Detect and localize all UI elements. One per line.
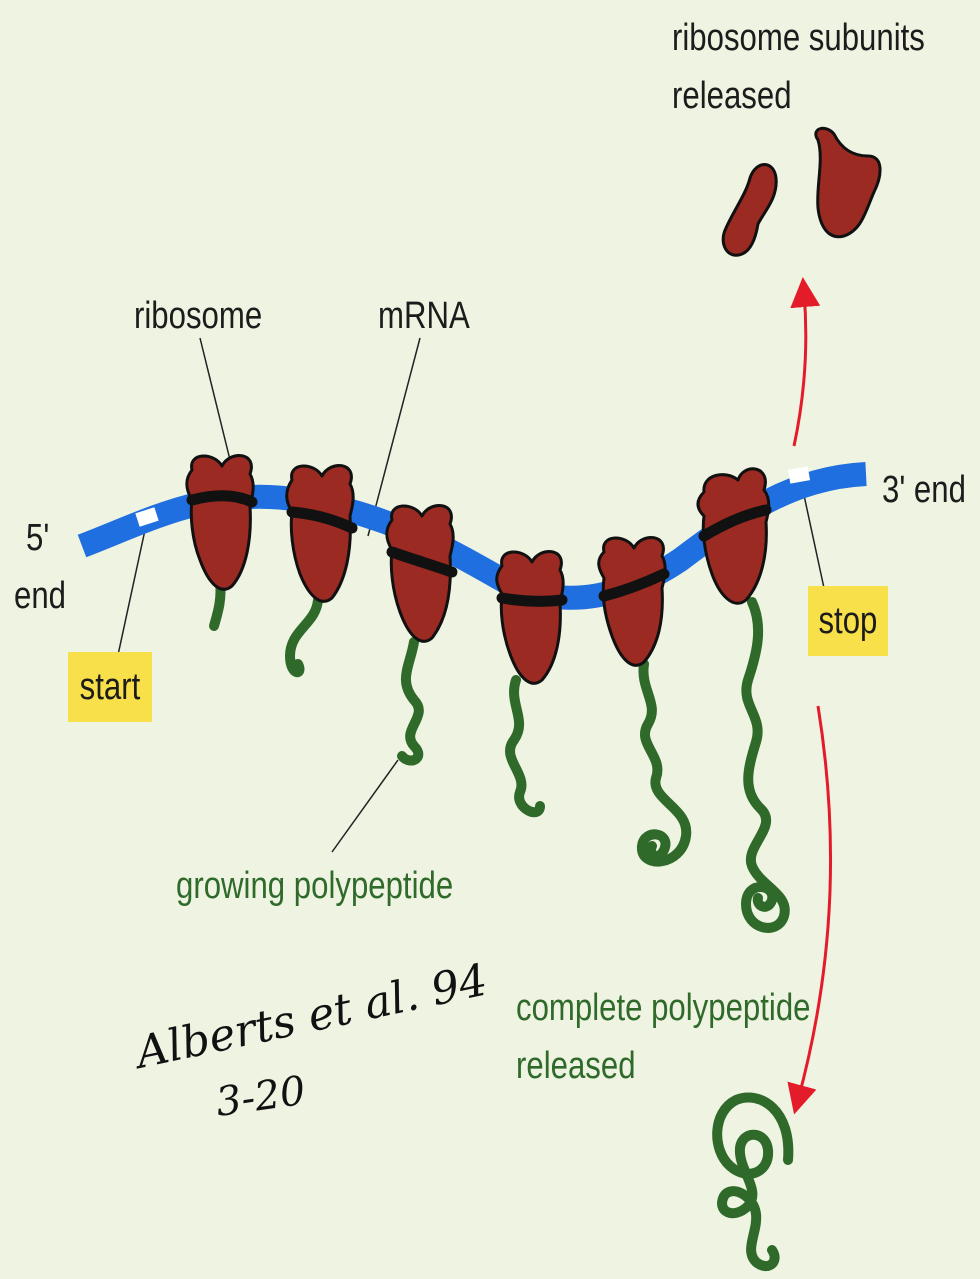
start-codon-tag: start <box>68 652 152 722</box>
stop-pointer-line <box>802 486 824 588</box>
ribosome-4-band <box>502 598 562 601</box>
complete-polypeptide-label: complete polypeptide <box>516 984 810 1032</box>
polypeptide-pointer-line <box>332 760 398 852</box>
polypeptide-chain-2 <box>290 600 318 672</box>
mrna-label: mRNA <box>378 292 470 340</box>
stop-codon-tag: stop <box>808 586 888 656</box>
ribosome-subunits-label: ribosome subunits <box>672 14 925 62</box>
ribosome-4 <box>497 552 563 684</box>
small-subunit <box>723 165 776 256</box>
ribosome-5 <box>599 538 665 666</box>
complete-polypeptide <box>717 1098 788 1267</box>
polypeptide-release-arrow <box>798 706 831 1100</box>
large-subunit <box>816 128 880 236</box>
ribosome-label: ribosome <box>134 292 262 340</box>
ribosome-1-band <box>192 496 252 502</box>
released-top-label: released <box>672 72 792 120</box>
stop-label: stop <box>819 600 878 643</box>
growing-polypeptide-label: growing polypeptide <box>176 862 453 910</box>
polypeptide-chain-4 <box>510 680 540 812</box>
polypeptide-chain-3 <box>402 642 419 761</box>
released-bottom-label: released <box>516 1042 636 1090</box>
handwritten-figure-number: 3-20 <box>213 1068 308 1126</box>
start-label: start <box>80 666 141 709</box>
polypeptide-chain-5 <box>642 664 686 862</box>
start-pointer-line <box>118 530 145 655</box>
three-prime-end-label: 3' end <box>882 466 966 514</box>
ribosome-2 <box>287 466 353 602</box>
five-prime-end-label: end <box>14 572 66 620</box>
ribosome-1 <box>187 456 253 590</box>
handwritten-citation: Alberts et al. 94 <box>128 955 492 1080</box>
five-prime-label: 5' <box>26 514 49 562</box>
handwritten-annotation: Alberts et al. 94 3-20 <box>128 955 492 1126</box>
polypeptide-chain-6 <box>746 602 785 928</box>
subunit-release-arrow <box>794 292 806 446</box>
ribosome-pointer-line <box>200 338 232 468</box>
